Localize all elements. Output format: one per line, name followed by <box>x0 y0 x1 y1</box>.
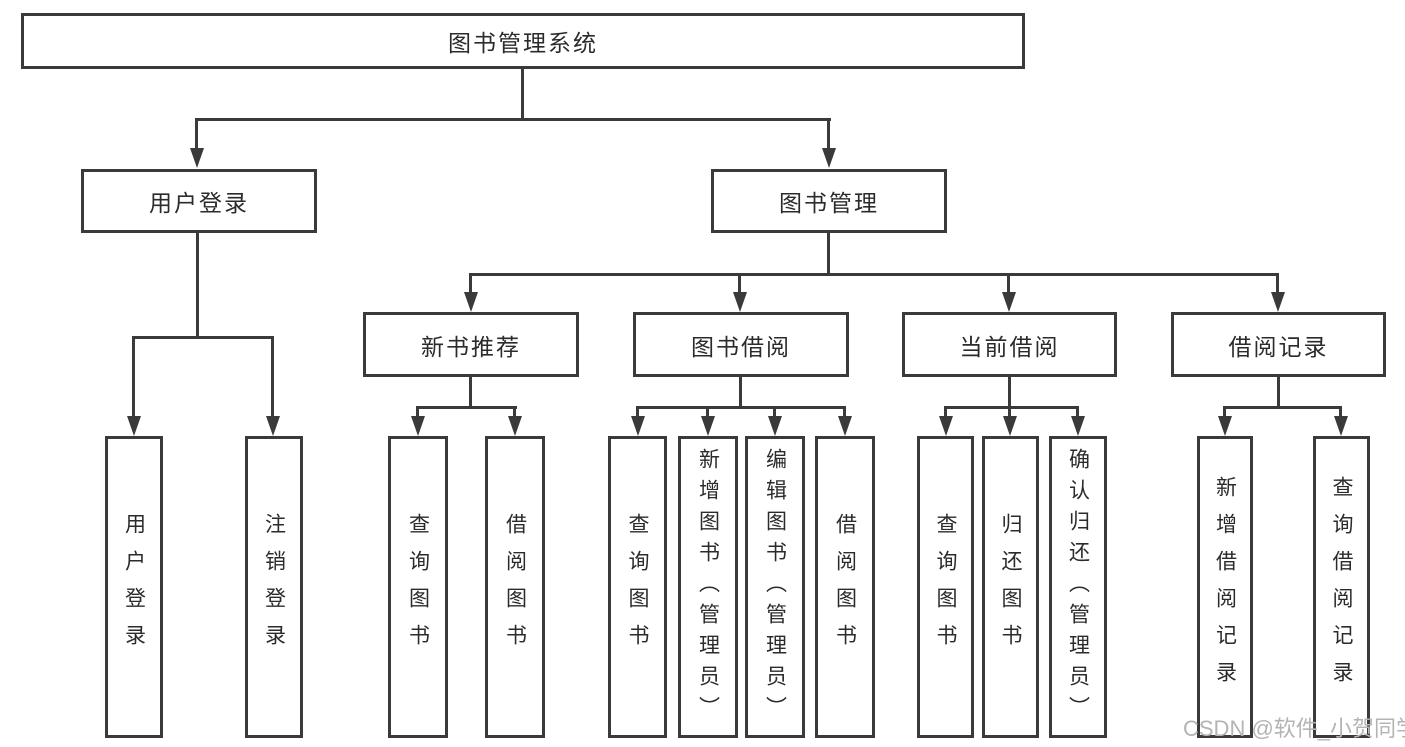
connector-book-mgmt-drop-4 <box>1276 273 1279 294</box>
leaf-return-books: 归还图书 <box>982 436 1039 738</box>
connector-borrowing-drop-3 <box>773 406 776 418</box>
leaf-user-login-label: 用户登录 <box>122 513 146 661</box>
leaf-edit-books-admin: 编辑图书（管理员） <box>745 436 805 738</box>
leaf-query-borrow-record-label: 查询借阅记录 <box>1330 476 1353 698</box>
arrow-down-icon <box>464 292 478 312</box>
leaf-borrow-books-label: 借阅图书 <box>833 513 857 661</box>
connector-newbook-stub <box>469 377 472 406</box>
connector-records-stub <box>1277 377 1280 406</box>
connector-current-drop-3 <box>1076 406 1079 418</box>
connector-user-login-drop-1 <box>132 336 135 418</box>
leaf-query-borrow-record: 查询借阅记录 <box>1313 436 1370 738</box>
connector-book-mgmt-drop-1 <box>469 273 472 294</box>
node-book-borrowing: 图书借阅 <box>633 312 849 377</box>
leaf-query-books-current: 查询图书 <box>917 436 974 738</box>
leaf-edit-books-admin-label: 编辑图书（管理员） <box>763 447 787 727</box>
leaf-query-books-borrowing-label: 查询图书 <box>626 513 649 661</box>
arrow-down-icon <box>1218 416 1232 436</box>
leaf-query-books-borrowing: 查询图书 <box>608 436 667 738</box>
leaf-add-borrow-record-label: 新增借阅记录 <box>1213 476 1237 698</box>
connector-book-mgmt-rail <box>471 273 1279 276</box>
arrow-down-icon <box>838 416 852 436</box>
connector-borrowing-rail <box>638 406 845 409</box>
node-current-borrowing-label: 当前借阅 <box>959 333 1060 360</box>
node-book-borrowing-label: 图书借阅 <box>691 333 791 360</box>
connector-book-mgmt-drop-3 <box>1007 273 1010 294</box>
connector-user-login-drop-2 <box>271 336 274 418</box>
connector-newbook-rail <box>418 406 517 409</box>
connector-book-mgmt-drop-2 <box>738 273 741 294</box>
node-user-login-label: 用户登录 <box>149 190 249 216</box>
leaf-borrow-books-recommend-label: 借阅图书 <box>503 513 527 661</box>
connector-borrowing-drop-2 <box>706 406 709 418</box>
leaf-borrow-books: 借阅图书 <box>815 436 875 738</box>
connector-current-drop-1 <box>944 406 947 418</box>
leaf-add-books-admin-label: 新增图书（管理员） <box>696 447 720 727</box>
node-book-management: 图书管理 <box>711 169 947 233</box>
arrow-down-icon <box>1003 416 1017 436</box>
connector-borrowing-drop-1 <box>636 406 639 418</box>
leaf-return-books-label: 归还图书 <box>999 513 1022 661</box>
connector-records-rail <box>1225 406 1342 409</box>
node-user-login: 用户登录 <box>81 169 317 233</box>
node-new-book-recommendation-label: 新书推荐 <box>421 333 521 360</box>
connector-book-mgmt-stub <box>827 233 830 273</box>
connector-current-stub <box>1008 377 1011 406</box>
leaf-add-borrow-record: 新增借阅记录 <box>1197 436 1253 738</box>
connector-records-drop-2 <box>1339 406 1342 418</box>
arrow-down-icon <box>266 416 280 436</box>
arrow-down-icon <box>1071 416 1085 436</box>
leaf-user-login: 用户登录 <box>105 436 163 738</box>
connector-root-rail <box>196 118 831 121</box>
arrow-down-icon <box>1271 292 1285 312</box>
arrow-down-icon <box>822 148 836 168</box>
leaf-query-books-recommend-label: 查询图书 <box>406 513 430 661</box>
arrow-down-icon <box>701 416 715 436</box>
node-root-label: 图书管理系统 <box>448 30 598 56</box>
node-book-management-label: 图书管理 <box>779 190 879 216</box>
leaf-query-books-current-label: 查询图书 <box>934 513 957 661</box>
connector-borrowing-drop-4 <box>843 406 846 418</box>
connector-user-login-stub <box>196 233 199 336</box>
leaf-confirm-return-admin: 确认归还（管理员） <box>1049 436 1107 738</box>
arrow-down-icon <box>127 416 141 436</box>
connector-newbook-drop-2 <box>513 406 516 418</box>
node-borrowing-records-label: 借阅记录 <box>1228 333 1329 360</box>
connector-current-rail <box>946 406 1079 409</box>
connector-borrowing-stub <box>739 377 742 406</box>
connector-current-drop-2 <box>1008 406 1011 418</box>
arrow-down-icon <box>508 416 522 436</box>
leaf-confirm-return-admin-label: 确认归还（管理员） <box>1066 447 1090 727</box>
leaf-add-books-admin: 新增图书（管理员） <box>678 436 738 738</box>
arrow-down-icon <box>768 416 782 436</box>
connector-user-login-rail <box>134 336 274 339</box>
arrow-down-icon <box>733 292 747 312</box>
connector-root-stub <box>521 69 524 118</box>
node-root: 图书管理系统 <box>21 13 1025 69</box>
node-current-borrowing: 当前借阅 <box>902 312 1117 377</box>
node-new-book-recommendation: 新书推荐 <box>363 312 579 377</box>
arrow-down-icon <box>1334 416 1348 436</box>
leaf-logout-label: 注销登录 <box>262 513 286 661</box>
connector-root-drop-left <box>195 118 198 150</box>
connector-newbook-drop-1 <box>416 406 419 418</box>
arrow-down-icon <box>411 416 425 436</box>
leaf-query-books-recommend: 查询图书 <box>388 436 448 738</box>
arrow-down-icon <box>190 148 204 168</box>
connector-records-drop-1 <box>1223 406 1226 418</box>
node-borrowing-records: 借阅记录 <box>1171 312 1386 377</box>
arrow-down-icon <box>631 416 645 436</box>
arrow-down-icon <box>939 416 953 436</box>
leaf-borrow-books-recommend: 借阅图书 <box>485 436 545 738</box>
leaf-logout: 注销登录 <box>245 436 303 738</box>
csdn-watermark: CSDN @软件_小贺同学 <box>1183 716 1405 741</box>
arrow-down-icon <box>1002 292 1016 312</box>
connector-root-drop-right <box>827 118 830 150</box>
